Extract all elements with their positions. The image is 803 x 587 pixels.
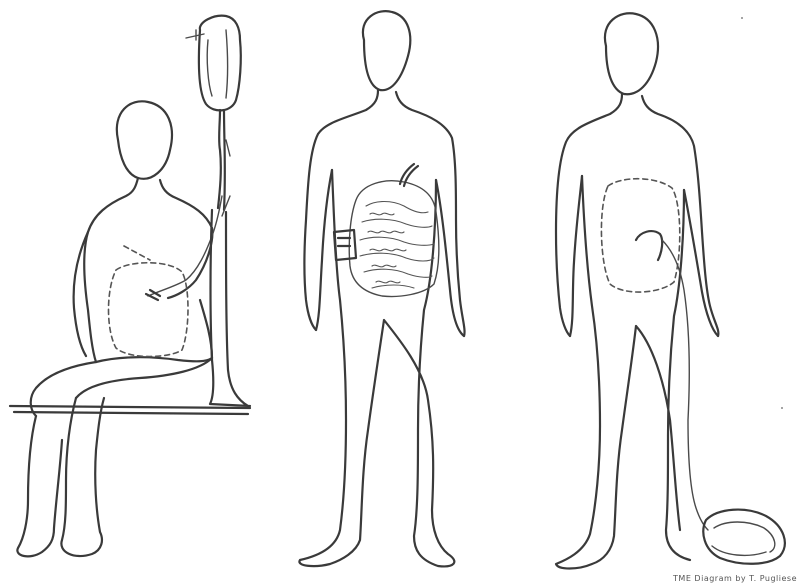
drip-stand <box>210 210 250 406</box>
right-figure <box>556 13 785 568</box>
scan-speck <box>741 17 743 19</box>
drip-bag-assembly <box>186 16 250 406</box>
right-figure-head <box>605 13 658 94</box>
seated-figure-legs <box>17 398 104 556</box>
scan-speck <box>781 407 783 409</box>
seated-figure <box>10 101 250 556</box>
bench <box>10 406 250 414</box>
drip-bag-hanger <box>186 30 204 40</box>
seated-figure-torso <box>84 178 212 362</box>
drip-bag <box>199 16 241 111</box>
drainage-bag-inner <box>712 522 775 555</box>
seated-figure-right-arm <box>168 228 212 298</box>
middle-figure-head <box>363 11 410 90</box>
middle-figure-arms <box>316 170 464 336</box>
middle-device-coils <box>360 202 434 289</box>
middle-device-texture <box>368 213 406 283</box>
middle-figure <box>299 11 464 566</box>
seated-figure-head <box>117 101 172 178</box>
drip-bag-inner <box>207 30 227 98</box>
diagram-credit: TME Diagram by T. Pugliese <box>673 574 797 583</box>
right-stoma <box>636 231 662 260</box>
drip-line <box>218 110 225 210</box>
middle-figure-legs <box>299 170 454 566</box>
seated-organ-region <box>109 263 189 357</box>
seated-figure-lap <box>96 300 212 362</box>
seated-organ-line <box>124 246 150 260</box>
right-figure-body <box>556 94 718 336</box>
middle-side-pump <box>334 230 356 260</box>
